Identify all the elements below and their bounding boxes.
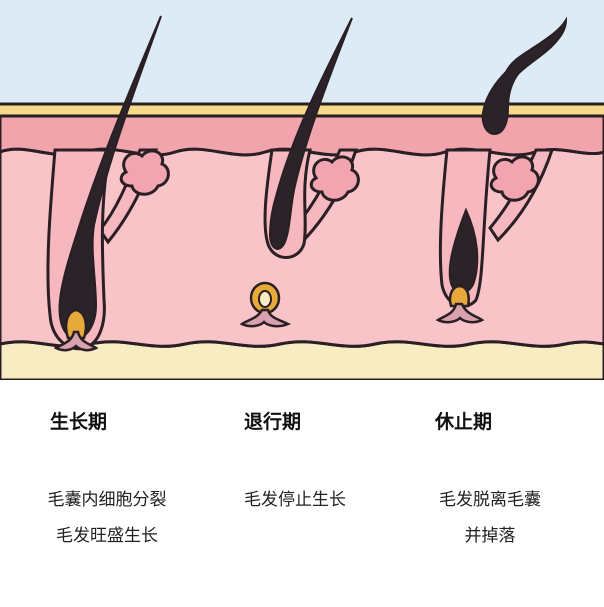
telogen-sebaceous-gland: [489, 155, 540, 202]
catagen-bulb-core: [258, 290, 272, 308]
stage-desc-anagen-line-1: 毛囊内细胞分裂: [47, 490, 167, 510]
anagen-follicle: [46, 15, 170, 352]
stage-desc-telogen-line-1: 毛发脱离毛囊: [439, 490, 541, 510]
stratum-band: [0, 102, 604, 118]
stage-title-anagen: 生长期: [50, 411, 108, 433]
anagen-hair-bulb: [64, 308, 88, 340]
stage-desc-anagen-line-2: 毛发旺盛生长: [56, 526, 158, 546]
stage-desc-catagen-line-1: 毛发停止生长: [244, 490, 346, 510]
catagen-sebaceous-gland: [309, 155, 360, 202]
telogen-shed-hair: [481, 16, 568, 136]
anagen-sebaceous-gland: [119, 149, 170, 196]
stage-title-telogen: 休止期: [435, 411, 493, 433]
stage-desc-catagen: 毛发停止生长: [210, 482, 380, 518]
catagen-follicle: [239, 17, 360, 328]
stage-desc-telogen: 毛发脱离毛囊 并掉落: [405, 482, 575, 554]
catagen-dermal-papilla: [239, 308, 292, 328]
stage-title-catagen: 退行期: [244, 411, 302, 433]
telogen-follicle: [435, 16, 568, 324]
catagen-hair-shaft: [268, 17, 353, 250]
telogen-dermal-papilla: [435, 302, 485, 324]
telogen-hair-bulb: [448, 284, 470, 308]
hair-growth-cycle-diagram: [0, 0, 604, 380]
stage-desc-telogen-line-2: 并掉落: [464, 526, 516, 546]
stage-desc-anagen: 毛囊内细胞分裂 毛发旺盛生长: [22, 482, 192, 554]
anagen-dermal-papilla: [53, 330, 99, 352]
